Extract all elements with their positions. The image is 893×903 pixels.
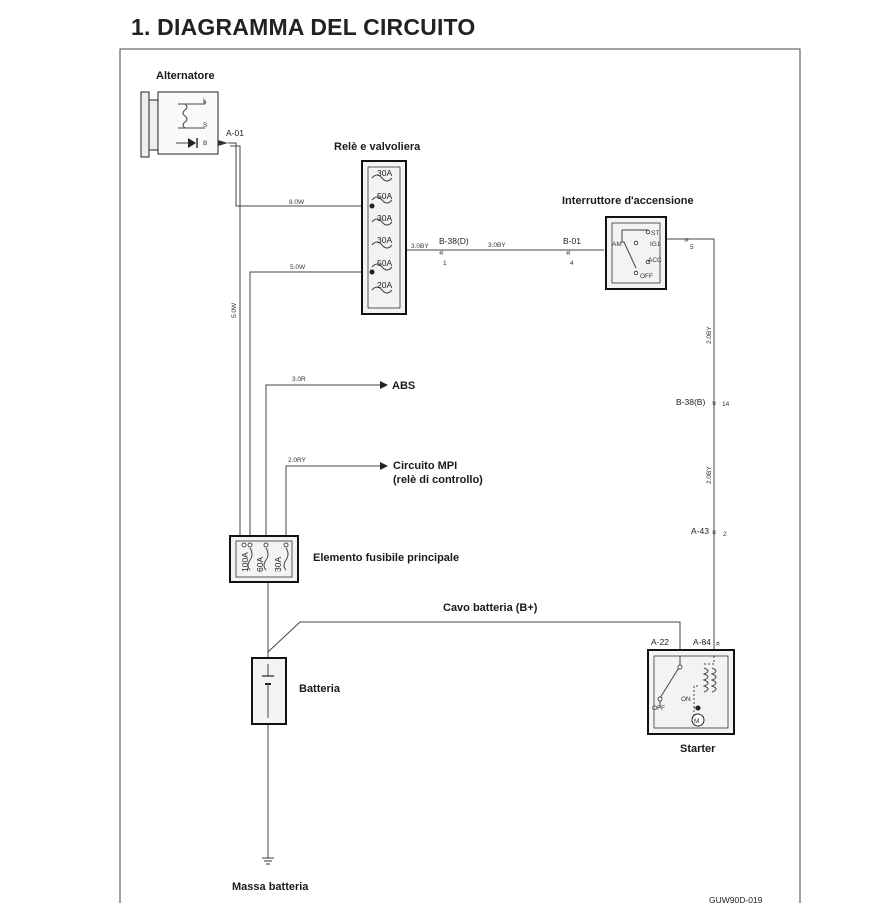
abs-arrow-icon (380, 381, 388, 389)
alt-terminal-s: S (203, 122, 208, 129)
relay-fuse-2: 50A (377, 191, 392, 201)
relay-fuse-1: 30A (377, 168, 392, 178)
relay-box-label: Relè e valvoliera (334, 141, 421, 153)
battery-cable-label: Cavo batteria (B+) (443, 602, 538, 614)
relay-fuse-5: 50A (377, 258, 392, 268)
wire-alt-relay (228, 142, 372, 207)
connector-b38b-label: B-38(B) (676, 397, 705, 407)
connector-a84-label: A-84 (693, 637, 711, 647)
battery-frame (251, 657, 287, 725)
starter-coil-icon (702, 667, 717, 693)
main-fuse-2: 60A (255, 557, 265, 572)
alternator-diode-icon (188, 138, 196, 148)
starter-label: Starter (680, 743, 716, 755)
mpi-label-line1: Circuito MPI (393, 460, 457, 472)
relay-box-frame (361, 160, 407, 315)
wire-label-w6: 2.0BY (706, 326, 713, 344)
relay-fuse-6: 20A (377, 280, 392, 290)
wire-label-w7: 2.0BY (706, 466, 713, 484)
connector-a43-symbol: » (710, 530, 720, 535)
page-frame (119, 48, 801, 903)
starter-frame (647, 649, 735, 735)
alternator-label: Alternatore (156, 70, 215, 82)
wire-label-w8: 3.0R (292, 376, 306, 383)
alternator-pulley (140, 91, 159, 158)
mpi-label-line2: (relè di controllo) (393, 474, 483, 486)
relay-box: 30A 50A 30A 30A 50A 20A (361, 160, 407, 315)
figure-code: GUW90D-019 (709, 895, 763, 903)
relay-fuse-3: 30A (377, 213, 392, 223)
wire-label-w3: 5.0W (231, 302, 238, 318)
wire-label-w2: 5.0W (290, 264, 306, 271)
battery-label: Batteria (299, 683, 341, 695)
main-fuse: 100A 60A 30A (229, 535, 299, 583)
main-fuse-label: Elemento fusibile principale (313, 552, 459, 564)
starter-off-label: OFF (652, 705, 665, 712)
starter: M ON OFF (647, 649, 735, 735)
alternator: L S B (140, 91, 228, 158)
alt-terminal-l: L (203, 98, 207, 105)
alternator-coil (182, 103, 188, 129)
connector-a22-label: A-22 (651, 637, 669, 647)
connector-b01-symbol: « (566, 247, 571, 257)
connector-b01-label: B-01 (563, 236, 581, 246)
relay-fuse-4: 30A (377, 235, 392, 245)
switch-pos-st: ST (651, 230, 659, 237)
connector-b38b-symbol: » (710, 401, 720, 406)
relay-junction-2 (369, 269, 375, 275)
wire-abs (265, 384, 380, 540)
connector-b38d-label: B-38(D) (439, 236, 469, 246)
battery-ground-label: Massa batteria (232, 881, 309, 893)
wire-label-w1: 8.0W (289, 199, 305, 206)
switch-pos-off: OFF (640, 273, 653, 280)
battery (251, 657, 287, 725)
starter-motor-icon (691, 713, 705, 727)
connector-a43-label: A-43 (691, 526, 709, 536)
switch-pos-ig1: IG1 (650, 241, 661, 248)
connector-a01-icon (218, 140, 228, 146)
alt-terminal-b: B (203, 140, 207, 147)
abs-label: ABS (392, 380, 415, 392)
connector-b38b-pin: 14 (722, 401, 730, 408)
connector-a01-label: A-01 (226, 128, 244, 138)
wire-mpi (285, 465, 380, 540)
connector-a43-pin: 2 (723, 531, 727, 538)
starter-motor-label: M (694, 718, 699, 725)
starter-on-label: ON (681, 696, 691, 703)
relay-junction-1 (369, 203, 375, 209)
connector-a84-symbol: » (712, 641, 722, 646)
wire-alt-fuse (230, 145, 244, 541)
ignition-out-symbol: » (684, 234, 689, 244)
wire-label-w5: 3.0BY (488, 242, 506, 249)
ignition-out-pin: 5 (690, 244, 694, 251)
switch-pos-am: AM (612, 241, 622, 248)
switch-pos-acc: ACC (648, 257, 662, 264)
page-title: 1. DIAGRAMMA DEL CIRCUITO (131, 14, 476, 40)
ignition-switch: AM ST IG1 ACC OFF (605, 216, 667, 290)
mpi-arrow-icon (380, 462, 388, 470)
wire-ignition-starter (666, 238, 715, 650)
main-fuse-1: 100A (240, 552, 250, 572)
wire-label-w4: 3.0BY (411, 243, 429, 250)
wire-battery-cable (267, 621, 681, 653)
ignition-switch-label: Interruttore d'accensione (562, 195, 694, 207)
main-fuse-3: 30A (273, 557, 283, 572)
connector-b38d-pin: 1 (443, 260, 447, 267)
wire-label-w9: 2.0RY (288, 457, 307, 464)
ground-icon (262, 857, 274, 865)
ignition-switch-frame (605, 216, 667, 290)
connector-b38d-symbol: « (439, 247, 444, 257)
connector-b01-pin: 4 (570, 260, 574, 267)
wire-relay-fuse (249, 271, 372, 540)
